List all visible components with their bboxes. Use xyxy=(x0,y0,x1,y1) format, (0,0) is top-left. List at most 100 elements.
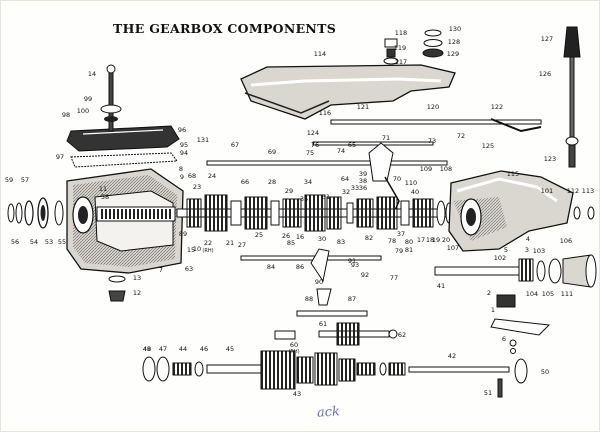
part-label-84: 84 xyxy=(267,263,275,271)
part-label-71: 71 xyxy=(382,134,390,142)
part-label-112: 112 xyxy=(567,187,579,195)
part-label-35: 35 xyxy=(300,195,308,203)
part-label-58: 58 xyxy=(101,193,109,201)
part-label-96: 96 xyxy=(178,126,186,134)
output-shaft xyxy=(434,254,597,288)
remote-control-housing xyxy=(240,29,456,120)
part-label-72: 72 xyxy=(457,132,465,140)
drain-plugs xyxy=(108,275,126,302)
part-label-76: 76 xyxy=(311,141,319,149)
part-label-127: 127 xyxy=(541,35,553,43)
part-label-130: 130 xyxy=(449,25,461,33)
part-label-128: 128 xyxy=(448,38,460,46)
part-label-31: 31 xyxy=(322,193,330,201)
gearbox-casing xyxy=(66,168,184,274)
part-label-23: 23 xyxy=(193,183,201,191)
part-label-37: 37 xyxy=(397,230,405,238)
part-label-67: 67 xyxy=(231,141,239,149)
part-label-116: 116 xyxy=(319,109,331,117)
part-label-4: 4 xyxy=(526,235,530,243)
part-label-106: 106 xyxy=(560,237,572,245)
part-label-93: 93 xyxy=(351,261,359,269)
part-label-118: 118 xyxy=(395,29,407,37)
part-label-44: 44 xyxy=(179,345,187,353)
part-label-91: 91 xyxy=(348,257,356,265)
page-title: THE GEARBOX COMPONENTS xyxy=(113,21,337,36)
part-label-73: 73 xyxy=(428,137,436,145)
part-label-108: 108 xyxy=(440,165,452,173)
part-label-122: 122 xyxy=(491,103,503,111)
part-label-25: 25 xyxy=(255,231,263,239)
part-label-77: 77 xyxy=(390,274,398,282)
part-label-56: 56 xyxy=(11,238,19,246)
part-label-95: 95 xyxy=(180,141,188,149)
part-label-120: 120 xyxy=(427,103,439,111)
part-label-79: 79 xyxy=(395,247,403,255)
part-label-83: 83 xyxy=(337,238,345,246)
part-label-3: 3 xyxy=(525,246,529,254)
part-label-124: 124 xyxy=(307,129,319,137)
part-label-41: 41 xyxy=(437,282,445,290)
part-label-110: 110 xyxy=(405,179,417,187)
part-label-26: 26 xyxy=(282,232,290,240)
part-label-16: 16 xyxy=(296,233,304,241)
part-label-70: 70 xyxy=(393,175,401,183)
part-label-22: 22 xyxy=(204,239,212,247)
part-label-99: 99 xyxy=(84,95,92,103)
part-label-104: 104 xyxy=(526,290,538,298)
part-label-85: 85 xyxy=(287,239,295,247)
part-label-15: 15 xyxy=(187,246,195,254)
part-label-9: 9 xyxy=(180,173,184,181)
speedometer-drive xyxy=(490,294,551,354)
part-label-126: 126 xyxy=(539,70,551,78)
part-label-46: 46 xyxy=(200,345,208,353)
part-label-74: 74 xyxy=(337,147,345,155)
part-label-33: 33 xyxy=(351,184,359,192)
part-label-19: 19 xyxy=(432,236,440,244)
part-label-69: 69 xyxy=(268,148,276,156)
part-label-32: 32 xyxy=(342,188,350,196)
part-label-10: 10 xyxy=(193,245,201,253)
part-label-103: 103 xyxy=(533,247,545,255)
mainshaft-gear-train xyxy=(176,194,478,232)
part-label-54: 54 xyxy=(30,238,38,246)
part-label-115: 115 xyxy=(507,170,519,178)
part-label-11: 11 xyxy=(99,185,107,193)
part-label-6: 6 xyxy=(502,335,506,343)
part-label-28: 28 xyxy=(268,178,276,186)
part-label-68: 68 xyxy=(188,172,196,180)
part-label-43: 43 xyxy=(293,390,301,398)
part-label-125: 125 xyxy=(482,142,494,150)
part-label-86: 86 xyxy=(296,263,304,271)
layshaft-assembly xyxy=(142,350,528,398)
part-label-29: 29 xyxy=(285,187,293,195)
part-label-40: 40 xyxy=(411,188,419,196)
part-label-89: 89 xyxy=(179,230,187,238)
part-label-62: 62 xyxy=(398,331,406,339)
part-label-121: 121 xyxy=(357,103,369,111)
part-label-34: 34 xyxy=(304,178,312,186)
part-label-42: 42 xyxy=(448,352,456,360)
part-label-109: 109 xyxy=(420,165,432,173)
part-label-94: 94 xyxy=(180,149,188,157)
part-label-21: 21 xyxy=(226,239,234,247)
part-label-81: 81 xyxy=(405,246,413,254)
part-label-113: 113 xyxy=(582,187,594,195)
part-label-100: 100 xyxy=(77,107,89,115)
part-label-30: 30 xyxy=(318,235,326,243)
part-label-64: 64 xyxy=(341,175,349,183)
part-label-18: 18 xyxy=(426,236,434,244)
part-label-57: 57 xyxy=(21,176,29,184)
part-label-105: 105 xyxy=(542,290,554,298)
part-label-48: 48 xyxy=(143,345,151,353)
front-seals xyxy=(7,197,64,229)
part-label-27: 27 xyxy=(238,241,246,249)
selector-rods xyxy=(206,118,542,283)
part-label-117: 117 xyxy=(395,58,407,66)
part-label-102: 102 xyxy=(494,254,506,262)
part-label-131: 131 xyxy=(197,136,209,144)
part-label-8: 8 xyxy=(179,165,183,173)
reverse-idler xyxy=(274,288,398,346)
